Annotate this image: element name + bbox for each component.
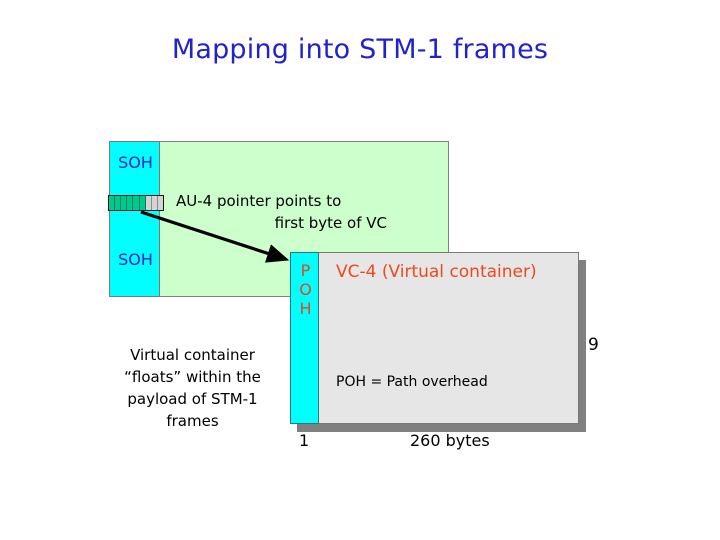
pointer-cell [151,196,158,210]
vc4-container-box [290,252,579,424]
pointer-cell [133,196,140,210]
au4-pointer-band [108,195,164,211]
vc4-rows-label: 9 [588,335,599,355]
pointer-cell [115,196,122,210]
poh-letter-p: P [300,261,311,280]
page-title: Mapping into STM-1 frames [171,34,549,65]
pointer-cell [121,196,128,210]
poh-column: P O H [290,252,319,424]
au4-pointer-caption: AU-4 pointer points to first byte of VC [176,190,391,234]
vc4-first-column-label: 1 [299,431,310,450]
pointer-arrow-icon [140,210,290,263]
poh-legend-label: POH = Path overhead [336,374,488,390]
poh-letter-h: H [299,299,312,318]
floating-container-caption: Virtual container “floats” within the pa… [124,346,261,430]
pointer-cell [127,196,134,210]
soh-column: SOH SOH [109,141,160,297]
au4-caption-line-2: first byte of VC [274,214,387,232]
poh-letters: P O H [291,261,320,318]
vc4-width-label: 260 bytes [410,431,490,450]
vc4-title-label: VC-4 (Virtual container) [336,262,537,282]
soh-label-top: SOH [118,153,153,172]
pointer-cell [140,196,146,210]
pointer-cell [145,196,152,210]
soh-label-bottom: SOH [118,250,153,269]
pointer-cell [157,196,163,210]
au4-caption-line-1: AU-4 pointer points to [176,192,342,210]
pointer-cell [109,196,116,210]
poh-letter-o: O [299,280,312,299]
